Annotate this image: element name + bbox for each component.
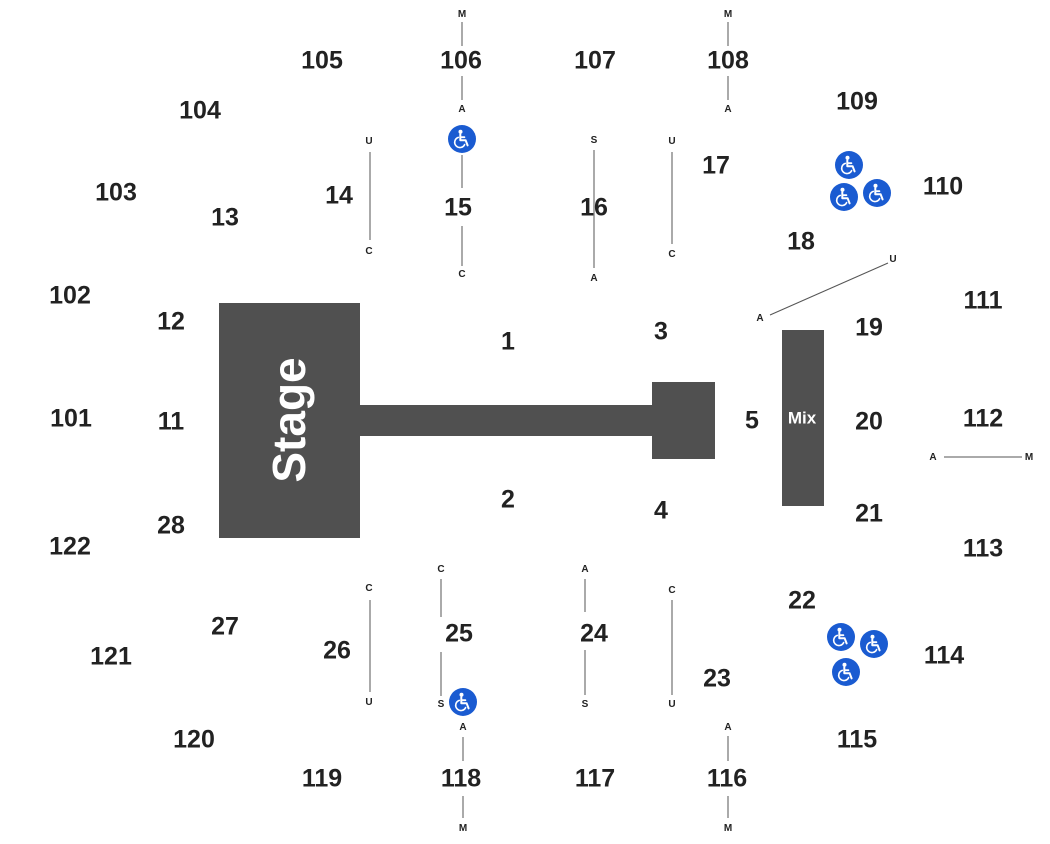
aisle-marker-a: A: [458, 104, 466, 115]
section-1[interactable]: 1: [501, 327, 515, 356]
section-17[interactable]: 17: [702, 151, 730, 180]
aisle-marker-c: C: [668, 585, 676, 596]
section-119[interactable]: 119: [301, 764, 343, 793]
aisle-marker-c: C: [458, 269, 466, 280]
section-116[interactable]: 116: [706, 764, 748, 793]
section-22[interactable]: 22: [788, 586, 816, 615]
wheelchair-icon: [832, 658, 860, 686]
stage: [219, 303, 360, 538]
aisle-marker-m: M: [1024, 452, 1034, 463]
wheelchair-icon: [863, 179, 891, 207]
wheelchair-icon: [835, 151, 863, 179]
section-15[interactable]: 15: [444, 193, 472, 222]
catwalk-platform: [652, 382, 715, 459]
aisle-marker-u: U: [668, 136, 676, 147]
section-24[interactable]: 24: [580, 619, 608, 648]
section-18[interactable]: 18: [787, 227, 815, 256]
aisle-marker-a: A: [724, 104, 732, 115]
aisle-marker-m: M: [458, 823, 468, 834]
mix-booth: [782, 330, 824, 506]
aisle-marker-a: A: [929, 452, 937, 463]
aisle-marker-a: A: [724, 722, 732, 733]
stage-label: Stage: [263, 357, 315, 483]
section-102[interactable]: 102: [49, 281, 91, 310]
section-28[interactable]: 28: [157, 511, 185, 540]
section-14[interactable]: 14: [325, 181, 353, 210]
aisle-marker-a: A: [459, 722, 467, 733]
section-114[interactable]: 114: [923, 641, 965, 670]
section-2[interactable]: 2: [501, 485, 515, 514]
section-103[interactable]: 103: [95, 178, 137, 207]
section-118[interactable]: 118: [440, 764, 482, 793]
section-101[interactable]: 101: [50, 404, 92, 433]
aisle-marker-s: S: [581, 699, 589, 710]
aisle-marker-s: S: [590, 135, 598, 146]
aisle-marker-a: A: [581, 564, 589, 575]
wheelchair-icon: [448, 125, 476, 153]
section-13[interactable]: 13: [211, 203, 239, 232]
section-25[interactable]: 25: [445, 619, 473, 648]
section-23[interactable]: 23: [703, 664, 731, 693]
section-11[interactable]: 11: [157, 407, 185, 436]
section-107[interactable]: 107: [574, 46, 616, 75]
wheelchair-icon: [830, 183, 858, 211]
section-108[interactable]: 108: [707, 46, 749, 75]
mix-label: Mix: [787, 408, 817, 428]
aisle-marker-u: U: [365, 136, 373, 147]
aisle-marker-c: C: [437, 564, 445, 575]
aisle-marker-a: A: [590, 273, 598, 284]
aisle-marker-s: S: [437, 699, 445, 710]
section-117[interactable]: 117: [574, 764, 616, 793]
wheelchair-icon: [449, 688, 477, 716]
section-109[interactable]: 109: [836, 87, 878, 116]
section-4[interactable]: 4: [654, 496, 668, 525]
section-104[interactable]: 104: [179, 96, 221, 125]
section-105[interactable]: 105: [301, 46, 343, 75]
aisle-marker-m: M: [723, 823, 733, 834]
section-20[interactable]: 20: [855, 407, 883, 436]
catwalk: [359, 405, 653, 436]
section-12[interactable]: 12: [157, 307, 185, 336]
aisle-lines: [369, 22, 1022, 818]
aisle-marker-u: U: [668, 699, 676, 710]
aisle-marker-m: M: [457, 9, 467, 20]
aisle-marker-c: C: [365, 583, 373, 594]
aisle-marker-c: C: [365, 246, 373, 257]
section-113[interactable]: 113: [962, 534, 1004, 563]
section-120[interactable]: 120: [173, 725, 215, 754]
section-3[interactable]: 3: [654, 317, 668, 346]
section-19[interactable]: 19: [855, 313, 883, 342]
section-26[interactable]: 26: [323, 636, 351, 665]
wheelchair-icon: [827, 623, 855, 651]
stage-structure: [219, 303, 824, 538]
aisle-marker-u: U: [365, 697, 373, 708]
aisle-marker-u: U: [889, 254, 897, 265]
aisle-marker-a: A: [756, 313, 764, 324]
section-115[interactable]: 115: [836, 725, 878, 754]
wheelchair-icon: [860, 630, 888, 658]
aisle-marker-c: C: [668, 249, 676, 260]
section-27[interactable]: 27: [211, 612, 239, 641]
section-5[interactable]: 5: [745, 406, 759, 435]
section-122[interactable]: 122: [49, 532, 91, 561]
section-112[interactable]: 112: [962, 404, 1004, 433]
section-16[interactable]: 16: [580, 193, 608, 222]
section-110[interactable]: 110: [922, 172, 964, 201]
aisle-marker-m: M: [723, 9, 733, 20]
section-106[interactable]: 106: [440, 46, 482, 75]
section-111[interactable]: 111: [963, 286, 1003, 315]
section-21[interactable]: 21: [855, 499, 883, 528]
section-121[interactable]: 121: [90, 642, 132, 671]
